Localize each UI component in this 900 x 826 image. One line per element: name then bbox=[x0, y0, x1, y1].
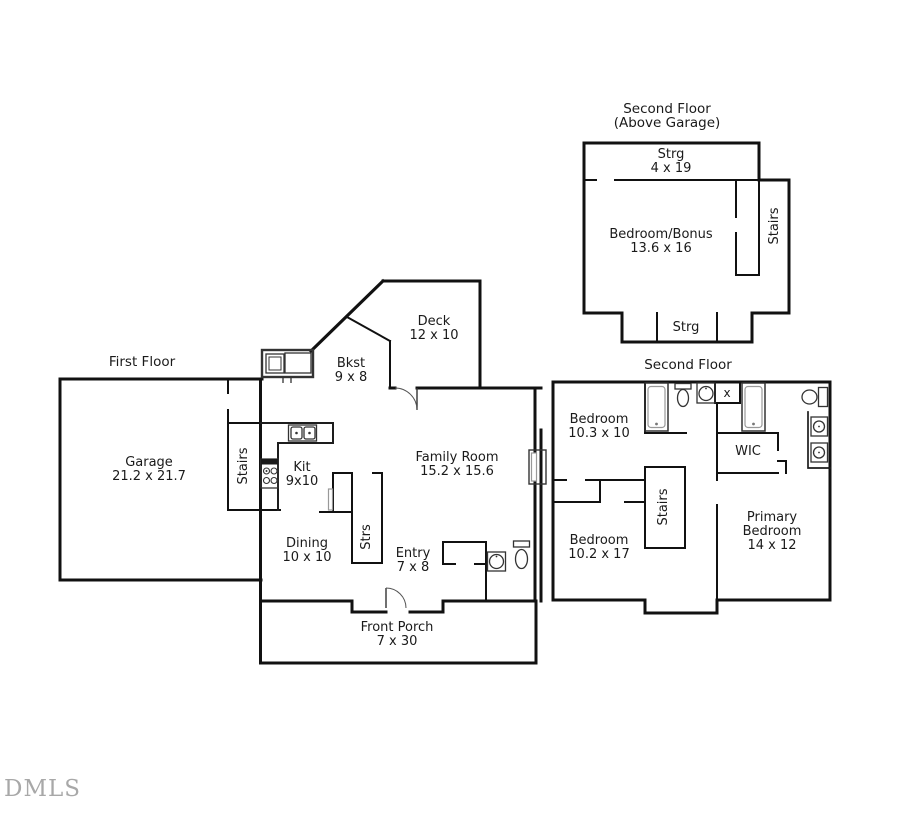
breakfast-label: Bkst 9 x 8 bbox=[335, 357, 368, 385]
second-floor-title: Second Floor bbox=[644, 358, 732, 372]
title-subtext: (Above Garage) bbox=[613, 115, 721, 131]
first-floor-interior-walls bbox=[227, 378, 487, 601]
stairs-label-above-garage: Stairs bbox=[767, 207, 782, 245]
kitchen-sink-fixture bbox=[287, 424, 318, 442]
room-dims: 15.2 x 15.6 bbox=[420, 464, 494, 479]
room-name: Deck bbox=[417, 314, 451, 329]
room-name: Family Room bbox=[415, 450, 499, 465]
above-garage-interior-walls bbox=[583, 179, 760, 343]
room-dims: 4 x 19 bbox=[650, 161, 692, 176]
room-dims: 7 x 30 bbox=[376, 634, 418, 649]
room-name: Strs bbox=[359, 524, 374, 550]
vanity-fixture bbox=[807, 411, 831, 469]
refrigerator-fixture bbox=[260, 348, 315, 383]
above-garage-exterior-walls bbox=[582, 141, 791, 344]
deck-label: Deck 12 x 10 bbox=[409, 315, 458, 343]
wic-label: WIC bbox=[735, 445, 761, 459]
title-text: Second Floor bbox=[644, 357, 732, 373]
front-porch-label: Front Porch 7 x 30 bbox=[361, 621, 434, 649]
room-name: x bbox=[723, 386, 731, 400]
bedroom-2-label: Bedroom 10.2 x 17 bbox=[568, 534, 629, 562]
room-name-2: Bedroom bbox=[742, 524, 802, 539]
above-garage-title: Second Floor (Above Garage) bbox=[614, 102, 721, 130]
primary-toilet-fixture bbox=[801, 386, 829, 408]
above-garage-plan bbox=[582, 141, 791, 344]
room-name: Stairs bbox=[767, 207, 782, 245]
room-dims: 7 x 8 bbox=[396, 560, 430, 575]
room-name: Kit bbox=[293, 460, 311, 475]
dining-label: Dining 10 x 10 bbox=[282, 537, 331, 565]
second-floor-exterior-walls bbox=[551, 380, 832, 615]
breakfast-diagonal-wall bbox=[345, 315, 392, 389]
room-name: Dining bbox=[286, 536, 328, 551]
pantry-door bbox=[327, 488, 334, 511]
toilet-fixture bbox=[674, 382, 692, 408]
room-dims: 10 x 10 bbox=[282, 550, 332, 565]
room-name: Garage bbox=[125, 455, 173, 470]
window-symbol bbox=[528, 449, 547, 485]
entry-label: Entry 7 x 8 bbox=[396, 547, 431, 575]
storage-bottom-label: Strg bbox=[673, 321, 700, 335]
room-name: Bedroom bbox=[569, 412, 629, 427]
basement-stairs-label: Strs bbox=[359, 524, 374, 550]
shower-fixture bbox=[644, 382, 669, 432]
room-name: Stairs bbox=[656, 488, 671, 526]
room-dims: 12 x 10 bbox=[409, 328, 459, 343]
room-name: Bedroom bbox=[569, 533, 629, 548]
primary-bedroom-label: Primary Bedroom 14 x 12 bbox=[743, 511, 802, 553]
title-text: First Floor bbox=[108, 354, 176, 370]
room-name: Stairs bbox=[236, 447, 251, 485]
stairs-label-first-floor: Stairs bbox=[236, 447, 251, 485]
stove-fixture bbox=[260, 458, 279, 489]
second-floor-plan bbox=[551, 380, 832, 615]
mls-watermark: DMLS bbox=[4, 776, 82, 802]
garage-label: Garage 21.2 x 21.7 bbox=[112, 456, 186, 484]
bath-sink-fixture bbox=[486, 551, 507, 572]
stairs-label-second-floor: Stairs bbox=[656, 488, 671, 526]
room-name: Bkst bbox=[336, 356, 366, 371]
room-name: Entry bbox=[395, 546, 431, 561]
kitchen-label: Kit 9x10 bbox=[286, 461, 319, 489]
bedroom-1-label: Bedroom 10.3 x 10 bbox=[568, 413, 629, 441]
bath-toilet-fixture bbox=[512, 540, 531, 570]
room-dims: 10.2 x 17 bbox=[568, 547, 630, 562]
room-dims: 9x10 bbox=[285, 474, 319, 489]
first-floor-exterior-walls bbox=[58, 279, 543, 665]
room-dims: 9 x 8 bbox=[334, 370, 368, 385]
primary-shower-fixture bbox=[741, 382, 766, 432]
room-name: WIC bbox=[735, 444, 761, 459]
room-name: Strg bbox=[672, 320, 700, 335]
family-room-label: Family Room 15.2 x 15.6 bbox=[416, 451, 499, 479]
front-door bbox=[385, 587, 407, 609]
room-dims: 10.3 x 10 bbox=[568, 426, 630, 441]
storage-top-label: Strg 4 x 19 bbox=[651, 148, 692, 176]
room-name: Primary bbox=[746, 510, 798, 525]
room-dims: 13.6 x 16 bbox=[630, 241, 692, 256]
room-name: Strg bbox=[657, 147, 685, 162]
linen-closet-label: x bbox=[723, 386, 730, 400]
room-name: Bedroom/Bonus bbox=[609, 227, 713, 242]
first-floor-plan bbox=[58, 278, 547, 665]
room-dims: 14 x 12 bbox=[747, 538, 797, 553]
room-name: Front Porch bbox=[360, 620, 434, 635]
bedroom-bonus-label: Bedroom/Bonus 13.6 x 16 bbox=[609, 228, 712, 256]
sink-fixture bbox=[696, 382, 716, 404]
title-text: Second Floor bbox=[623, 101, 711, 117]
room-dims: 21.2 x 21.7 bbox=[112, 469, 186, 484]
deck-door bbox=[394, 387, 418, 411]
first-floor-title: First Floor bbox=[109, 355, 175, 369]
